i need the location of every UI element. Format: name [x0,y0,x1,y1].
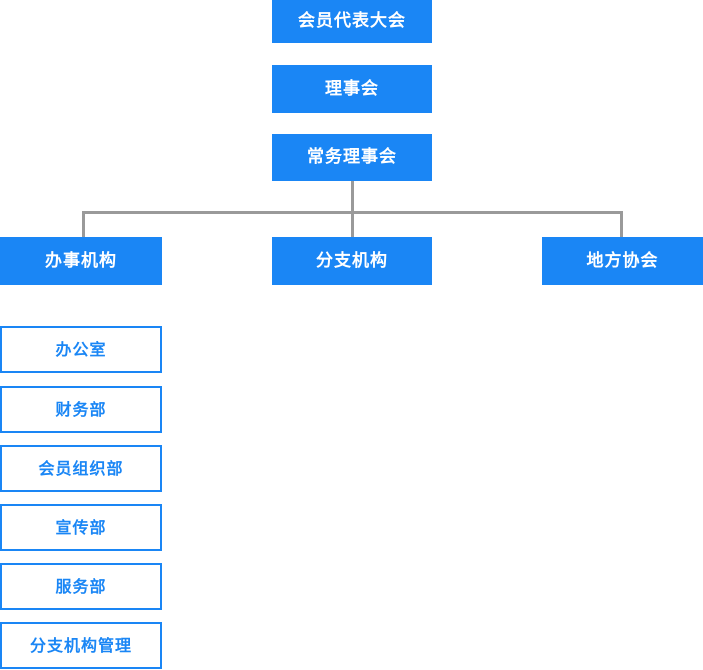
connector-drop-to-branch [351,211,354,238]
node-department-finance[interactable]: 财务部 [0,386,162,433]
connector-drop-to-local-association [620,211,623,238]
node-branch-organization[interactable]: 分支机构 [272,237,432,285]
node-department-office[interactable]: 办公室 [0,326,162,373]
node-local-association[interactable]: 地方协会 [542,237,703,285]
node-department-branch-management[interactable]: 分支机构管理 [0,622,162,669]
node-department-publicity[interactable]: 宣传部 [0,504,162,551]
node-member-assembly[interactable]: 会员代表大会 [272,0,432,43]
node-standing-board[interactable]: 常务理事会 [272,134,432,181]
node-department-service[interactable]: 服务部 [0,563,162,610]
node-board-of-directors[interactable]: 理事会 [272,65,432,113]
node-office-organization[interactable]: 办事机构 [0,237,162,285]
connector-drop-to-office-org [82,211,85,238]
node-department-member-organization[interactable]: 会员组织部 [0,445,162,492]
connector-stem-from-standing-board [351,181,354,214]
